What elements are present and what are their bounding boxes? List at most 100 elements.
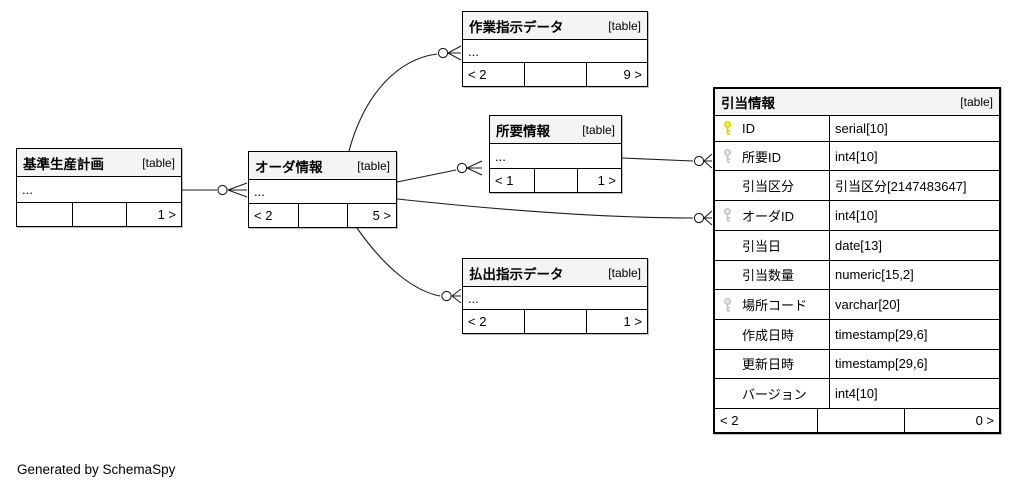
degree-footer: 1 > bbox=[17, 203, 181, 226]
column-name: 場所コード bbox=[742, 298, 808, 314]
columns-ellipsis: ... bbox=[490, 144, 621, 169]
table-header[interactable]: 所要情報 [table] bbox=[490, 116, 621, 144]
table-node-work-instruction-data[interactable]: 作業指示データ [table] ... < 2 9 > bbox=[462, 11, 648, 87]
column-type: 引当区分[2147483647] bbox=[835, 179, 967, 195]
crow-foot-icon bbox=[447, 45, 462, 61]
column-name: ID bbox=[742, 120, 755, 136]
table-header[interactable]: 引当情報 [table] bbox=[715, 89, 999, 116]
table-node-requirement-info[interactable]: 所要情報 [table] ... < 1 1 > bbox=[489, 115, 622, 193]
columns-ellipsis: ... bbox=[17, 177, 181, 203]
column-name: 所要ID bbox=[742, 149, 782, 165]
table-row: ID serial[10] bbox=[715, 116, 999, 142]
table-row: オーダID int4[10] bbox=[715, 201, 999, 231]
footer-cell: < 1 bbox=[495, 173, 514, 188]
footer-cell bbox=[71, 203, 127, 226]
column-type: timestamp[29,6] bbox=[835, 356, 928, 372]
table-tag: [table] bbox=[142, 155, 175, 170]
column-rows: ID serial[10] 所要ID int4[10] 引当区分 引当区分[21… bbox=[715, 116, 999, 409]
zero-circle-icon bbox=[437, 47, 449, 59]
foreign-key-icon bbox=[722, 297, 733, 312]
footer-cell: 5 > bbox=[347, 204, 396, 227]
footer-cell bbox=[524, 310, 585, 333]
column-type: timestamp[29,6] bbox=[835, 326, 928, 342]
footer-cell: < 2 bbox=[468, 314, 487, 329]
footer-cell: 1 > bbox=[126, 203, 181, 226]
column-type: int4[10] bbox=[835, 148, 878, 164]
footer-cell: < 2 bbox=[468, 67, 487, 82]
table-header[interactable]: オーダ情報 [table] bbox=[249, 152, 396, 180]
degree-footer: < 1 1 > bbox=[490, 169, 621, 192]
footer-cell: 1 > bbox=[585, 310, 647, 333]
table-row: 引当数量 numeric[15,2] bbox=[715, 260, 999, 291]
column-name: オーダID bbox=[742, 208, 795, 224]
connector-base-plan-to-order bbox=[182, 182, 248, 198]
columns-ellipsis: ... bbox=[463, 287, 647, 310]
footer-cell: 1 > bbox=[577, 169, 621, 192]
table-header[interactable]: 払出指示データ [table] bbox=[463, 259, 647, 287]
table-row: 所要ID int4[10] bbox=[715, 141, 999, 172]
degree-footer: < 2 1 > bbox=[463, 310, 647, 333]
table-title: オーダ情報 bbox=[255, 159, 323, 175]
crow-foot-icon bbox=[466, 160, 483, 176]
table-tag: [table] bbox=[357, 158, 390, 173]
column-type: date[13] bbox=[835, 237, 882, 253]
footer-cell: 0 > bbox=[904, 409, 999, 432]
footer-cell: < 2 bbox=[254, 208, 273, 223]
table-node-order-info[interactable]: オーダ情報 [table] ... < 2 5 > bbox=[248, 151, 397, 228]
table-row: 作成日時 timestamp[29,6] bbox=[715, 319, 999, 350]
table-node-issue-instruction-data[interactable]: 払出指示データ [table] ... < 2 1 > bbox=[462, 258, 648, 334]
crow-foot-icon bbox=[703, 210, 713, 226]
column-type: numeric[15,2] bbox=[835, 267, 914, 283]
crow-foot-icon bbox=[451, 288, 462, 304]
table-row: 場所コード varchar[20] bbox=[715, 290, 999, 320]
degree-footer: < 2 9 > bbox=[463, 63, 647, 86]
table-row: 引当日 date[13] bbox=[715, 230, 999, 261]
table-title: 払出指示データ bbox=[469, 266, 564, 282]
zero-circle-icon bbox=[693, 212, 705, 224]
column-type: int4[10] bbox=[835, 386, 878, 402]
connector-order-to-work-instruction bbox=[348, 45, 462, 152]
primary-key-icon bbox=[722, 121, 733, 136]
columns-ellipsis: ... bbox=[463, 40, 647, 63]
table-node-base-production-plan[interactable]: 基準生産計画 [table] ... 1 > bbox=[16, 148, 182, 227]
degree-footer: < 2 0 > bbox=[715, 408, 999, 432]
table-header[interactable]: 作業指示データ [table] bbox=[463, 12, 647, 40]
footer-cell bbox=[298, 204, 347, 227]
table-header[interactable]: 基準生産計画 [table] bbox=[17, 149, 181, 177]
footer-cell: < 2 bbox=[720, 413, 739, 428]
column-name: 引当日 bbox=[742, 238, 782, 254]
footer-cell bbox=[533, 169, 578, 192]
degree-footer: < 2 5 > bbox=[249, 204, 396, 227]
zero-circle-icon bbox=[693, 155, 705, 167]
column-name: 引当数量 bbox=[742, 268, 795, 284]
connector-order-to-issue-instruction bbox=[356, 227, 462, 304]
table-title: 所要情報 bbox=[496, 123, 550, 139]
column-name: バージョン bbox=[742, 387, 807, 403]
crow-foot-icon bbox=[703, 153, 713, 169]
crow-foot-icon bbox=[227, 182, 248, 198]
foreign-key-icon bbox=[722, 148, 733, 164]
table-tag: [table] bbox=[608, 265, 641, 280]
column-type: int4[10] bbox=[835, 207, 878, 223]
generator-note: Generated by SchemaSpy bbox=[17, 462, 176, 477]
column-name: 更新日時 bbox=[742, 357, 795, 373]
table-tag: [table] bbox=[608, 18, 641, 33]
footer-cell bbox=[524, 63, 585, 86]
zero-circle-icon bbox=[441, 290, 452, 302]
footer-cell bbox=[817, 409, 904, 432]
table-title: 引当情報 bbox=[721, 96, 775, 111]
column-type: varchar[20] bbox=[835, 297, 901, 313]
connector-order-to-requirement bbox=[396, 160, 483, 183]
table-tag: [table] bbox=[960, 95, 993, 109]
connector-order-to-allocation bbox=[396, 198, 713, 226]
table-row: 更新日時 timestamp[29,6] bbox=[715, 349, 999, 380]
zero-circle-icon bbox=[456, 162, 468, 174]
connector-requirement-to-allocation bbox=[621, 153, 713, 169]
foreign-key-icon bbox=[722, 208, 733, 223]
table-row: 引当区分 引当区分[2147483647] bbox=[715, 171, 999, 202]
footer-cell: 9 > bbox=[585, 63, 647, 86]
table-tag: [table] bbox=[582, 122, 615, 137]
table-node-allocation-info[interactable]: 引当情報 [table] ID serial[10] 所要ID bbox=[713, 87, 1001, 434]
table-title: 基準生産計画 bbox=[23, 156, 104, 172]
